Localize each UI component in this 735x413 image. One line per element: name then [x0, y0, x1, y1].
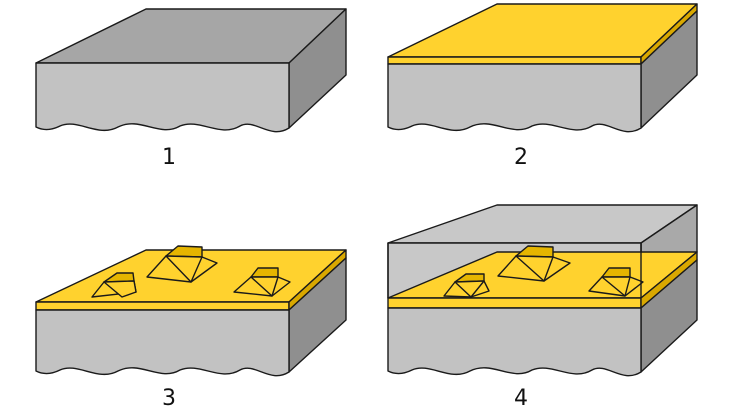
island-large-center: [146, 245, 218, 283]
substrate-block: [387, 259, 698, 377]
island-small-right: [233, 267, 291, 297]
panel-label-4: 4: [514, 386, 528, 411]
panel-label-1: 1: [162, 145, 176, 170]
panel-4: 4: [387, 204, 698, 411]
encapsulation-box-edges: [387, 243, 642, 298]
island-small-left: [91, 272, 137, 298]
panel-label-3: 3: [162, 386, 176, 411]
substrate-block: [387, 10, 698, 133]
substrate-block: [35, 8, 347, 133]
panel-1: 1: [35, 8, 347, 170]
island-large-center: [497, 245, 571, 282]
panel-label-2: 2: [514, 145, 528, 170]
panel-2: 2: [387, 3, 698, 170]
panel-3: 3: [35, 245, 347, 411]
island-small-right: [588, 267, 644, 297]
island-small-left: [443, 273, 490, 298]
substrate-block: [35, 257, 347, 377]
